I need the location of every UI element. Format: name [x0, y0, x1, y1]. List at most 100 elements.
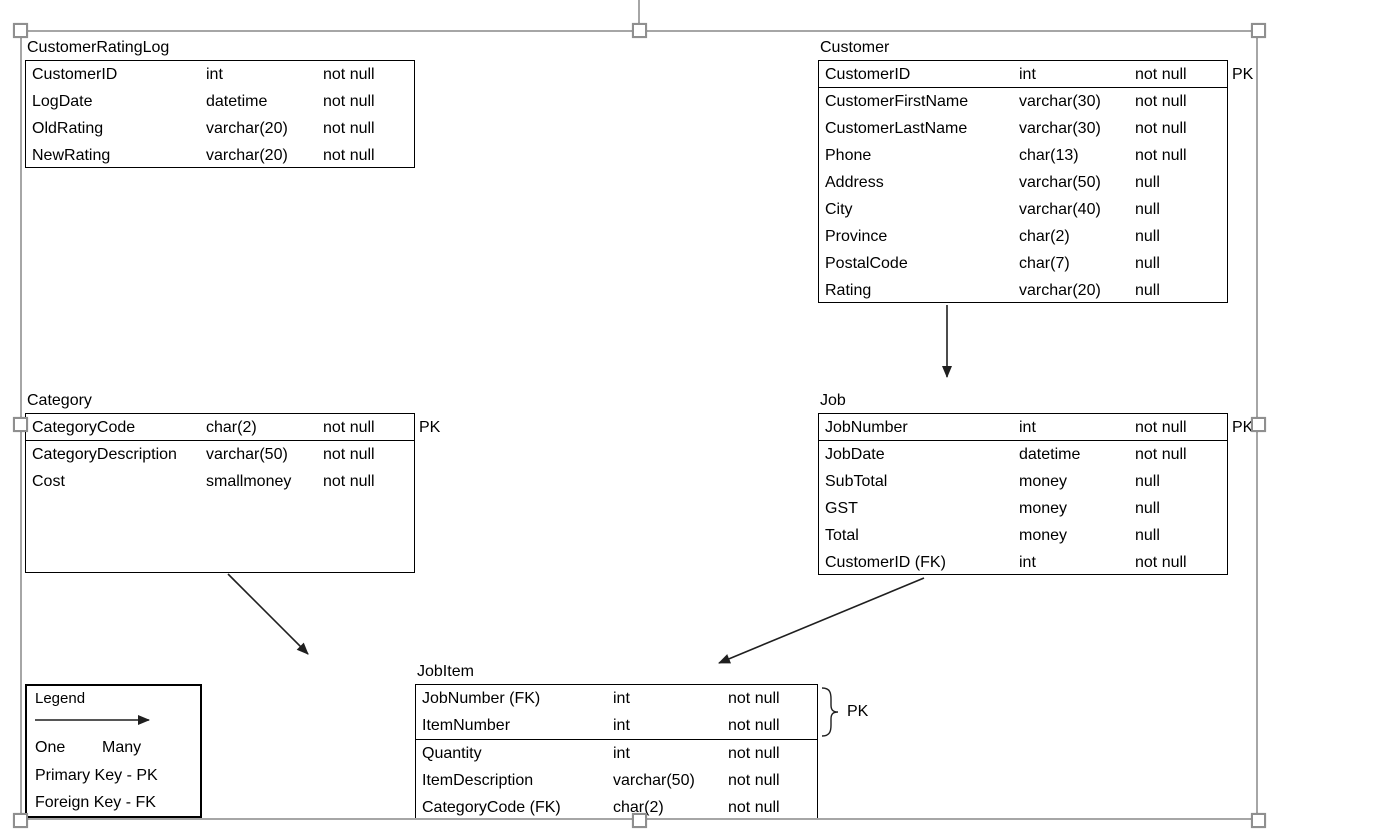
legend-box[interactable]: Legend One Many Primary Key - PK Foreign…: [25, 684, 202, 818]
column-type: varchar(50): [206, 446, 288, 463]
table-title: Category: [27, 392, 92, 409]
column-name: City: [825, 201, 853, 218]
column-nullability: not null: [728, 799, 780, 816]
column-type: varchar(20): [206, 120, 288, 137]
table-row: CustomerLastName varchar(30) not null: [819, 115, 1227, 142]
column-type: datetime: [1019, 446, 1081, 463]
column-name: SubTotal: [825, 473, 888, 490]
pk-badge: PK: [1232, 66, 1254, 83]
selection-handle-top-right[interactable]: [1251, 23, 1266, 38]
column-nullability: not null: [323, 66, 375, 83]
table-row: ItemNumber int not null: [416, 712, 817, 739]
column-type: varchar(30): [1019, 93, 1101, 110]
column-name: JobNumber (FK): [422, 690, 541, 707]
table-title: JobItem: [417, 663, 474, 680]
legend-primary-key-line: Primary Key - PK: [35, 767, 158, 784]
column-nullability: not null: [1135, 147, 1187, 164]
column-nullability: not null: [1135, 93, 1187, 110]
table-row: City varchar(40) null: [819, 196, 1227, 223]
column-type: varchar(20): [1019, 282, 1101, 299]
column-nullability: null: [1135, 174, 1160, 191]
column-name: CustomerID (FK): [825, 554, 946, 571]
table-row: Phone char(13) not null: [819, 142, 1227, 169]
selection-handle-bottom-center[interactable]: [632, 813, 647, 828]
column-type: char(2): [206, 419, 257, 436]
column-name: Province: [825, 228, 888, 245]
arrow-category-to-jobitem[interactable]: [227, 573, 309, 655]
table-title: CustomerRatingLog: [27, 39, 170, 56]
column-name: CustomerFirstName: [825, 93, 969, 110]
column-name: Phone: [825, 147, 872, 164]
selection-handle-middle-left[interactable]: [13, 417, 28, 432]
table-row: CategoryCode char(2) not null: [26, 414, 414, 441]
table-title: Customer: [820, 39, 890, 56]
rotation-handle-stem: [638, 0, 640, 30]
table-title: Job: [820, 392, 846, 409]
table-row: CategoryCode (FK) char(2) not null: [416, 794, 817, 821]
column-name: CategoryCode (FK): [422, 799, 561, 816]
column-nullability: not null: [1135, 120, 1187, 137]
column-type: char(7): [1019, 255, 1070, 272]
column-type: char(13): [1019, 147, 1079, 164]
column-name: PostalCode: [825, 255, 908, 272]
table-row: Cost smallmoney not null: [26, 468, 414, 495]
column-nullability: not null: [323, 446, 375, 463]
table-row: CustomerFirstName varchar(30) not null: [819, 88, 1227, 115]
column-nullability: null: [1135, 201, 1160, 218]
one-to-many-arrow-sample: [35, 715, 150, 725]
selection-handle-top-left[interactable]: [13, 23, 28, 38]
selection-handle-middle-right[interactable]: [1251, 417, 1266, 432]
column-type: int: [206, 66, 223, 83]
legend-many-label: Many: [102, 739, 142, 756]
column-type: int: [613, 690, 630, 707]
column-type: smallmoney: [206, 473, 292, 490]
column-nullability: not null: [728, 745, 780, 762]
column-name: CategoryDescription: [32, 446, 177, 463]
column-type: int: [1019, 66, 1036, 83]
entity-table-category[interactable]: Category PK CategoryCode char(2) not nul…: [25, 392, 440, 573]
column-nullability: not null: [323, 419, 375, 436]
pk-section: JobNumber (FK) int not null ItemNumber i…: [416, 685, 817, 740]
selection-handle-top-center[interactable]: [632, 23, 647, 38]
column-name: Address: [825, 174, 884, 191]
arrow-job-to-jobitem[interactable]: [718, 577, 925, 664]
selection-handle-bottom-left[interactable]: [13, 813, 28, 828]
entity-table-customer[interactable]: Customer PK CustomerID int not null Cust…: [818, 39, 1253, 304]
pk-badge: PK: [1232, 419, 1254, 436]
table-row: NewRating varchar(20) not null: [26, 142, 414, 169]
column-name: Rating: [825, 282, 872, 299]
column-name: OldRating: [32, 120, 104, 137]
column-nullability: not null: [1135, 554, 1187, 571]
column-name: CategoryCode: [32, 419, 136, 436]
legend-one-label: One: [35, 739, 66, 756]
column-name: JobDate: [825, 446, 885, 463]
column-nullability: not null: [323, 473, 375, 490]
table-row: ItemDescription varchar(50) not null: [416, 767, 817, 794]
table-row: Total money null: [819, 522, 1227, 549]
column-type: int: [1019, 419, 1036, 436]
table-row: SubTotal money null: [819, 468, 1227, 495]
table-row: Rating varchar(20) null: [819, 277, 1227, 304]
column-name: Cost: [32, 473, 65, 490]
column-type: char(2): [1019, 228, 1070, 245]
column-nullability: not null: [728, 772, 780, 789]
column-type: money: [1019, 473, 1068, 490]
table-row: CustomerID int not null: [26, 61, 414, 88]
table-row: CustomerID int not null: [819, 61, 1227, 88]
column-nullability: not null: [1135, 419, 1187, 436]
column-nullability: not null: [323, 93, 375, 110]
entity-table-customer-rating-log[interactable]: CustomerRatingLog CustomerID int not nul…: [25, 39, 415, 169]
table-row: Address varchar(50) null: [819, 169, 1227, 196]
column-name: Quantity: [422, 745, 482, 762]
entity-table-job-item[interactable]: JobItem PK JobNumber (FK) int not null I…: [415, 663, 868, 821]
entity-table-job[interactable]: Job PK JobNumber int not null JobDate da…: [818, 392, 1253, 575]
table-row: Quantity int not null: [416, 740, 817, 767]
legend-title: Legend: [35, 690, 86, 707]
column-type: datetime: [206, 93, 268, 110]
column-nullability: null: [1135, 527, 1160, 544]
selection-handle-bottom-right[interactable]: [1251, 813, 1266, 828]
column-type: char(2): [613, 799, 664, 816]
column-nullability: null: [1135, 282, 1160, 299]
column-type: money: [1019, 527, 1068, 544]
column-name: CustomerLastName: [825, 120, 968, 137]
